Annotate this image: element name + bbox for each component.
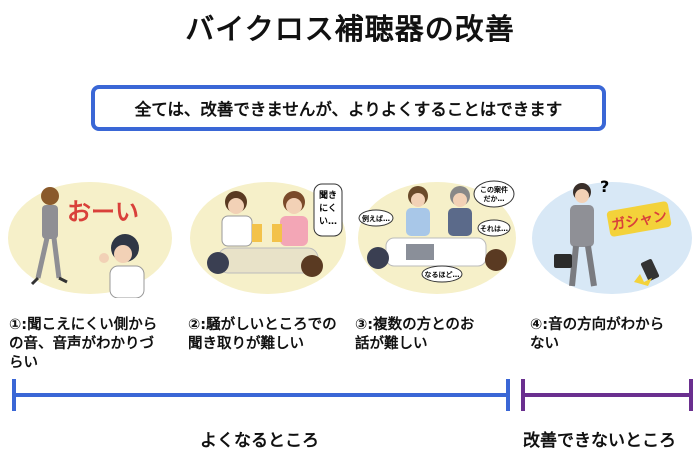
caption-3-line: ③:複数の方とのお — [355, 317, 475, 333]
bar-end-cap — [521, 379, 525, 411]
non-improvable-label: 改善できないところ — [523, 431, 676, 451]
caption-3-line: 話が難しい — [355, 336, 428, 352]
sfx-call-text: おーい — [67, 198, 139, 226]
caption-2-line: 聞き取りが難しい — [188, 336, 304, 352]
meeting-bubble-text: だか… — [484, 195, 505, 203]
bar-end-cap — [689, 379, 693, 411]
meeting-bubble-text: なるほど… — [425, 270, 460, 279]
key-message-box: 全ては、改善できませんが、よりよくすることはできます — [91, 85, 606, 131]
caption-3: ③:複数の方とのお 話が難しい — [355, 316, 520, 354]
meeting-bubble-text: それは… — [480, 225, 508, 233]
caption-1-line: らい — [9, 355, 38, 371]
illustration-panel-3: この案件 だか… 例えば… それは… なるほど… — [358, 180, 516, 294]
caption-4-line: ない — [530, 336, 559, 352]
illustration-noisy-place: 聞き にく い… — [188, 178, 348, 298]
illustration-group-conversation: この案件 だか… 例えば… それは… なるほど… — [356, 178, 518, 298]
meeting-bubble-text: 例えば… — [362, 214, 390, 223]
bar-end-cap — [506, 379, 510, 411]
meeting-bubble-text: この案件 — [480, 185, 508, 194]
illustration-sound-direction: ? ガシャン — [530, 178, 695, 298]
page-title: バイクロス補聴器の改善 — [185, 12, 515, 46]
caption-1-line: の音、音声がわかりづ — [9, 336, 154, 352]
improvable-range-bar — [12, 379, 510, 411]
improvable-label: よくなるところ — [200, 431, 319, 451]
caption-1-line: ①:聞こえにくい側から — [9, 317, 158, 333]
caption-4-line: ④:音の方向がわから — [530, 317, 665, 333]
illustration-panel-4: ? ガシャン — [532, 178, 692, 294]
non-improvable-range-bar — [521, 379, 693, 411]
bar-end-cap — [12, 379, 16, 411]
illustration-hard-side-hearing: おーい — [5, 178, 175, 298]
question-mark-text: ? — [600, 178, 609, 196]
noise-bubble-line: 聞き — [319, 190, 337, 201]
noise-bubble-line: い… — [319, 217, 337, 227]
caption-2: ②:騒がしいところでの 聞き取りが難しい — [188, 316, 358, 354]
illustration-panel-1: おーい — [8, 182, 172, 298]
caption-4: ④:音の方向がわから ない — [530, 316, 695, 354]
caption-2-line: ②:騒がしいところでの — [188, 317, 337, 333]
noise-bubble-line: にく — [319, 203, 337, 214]
caption-1: ①:聞こえにくい側から の音、音声がわかりづ らい — [9, 316, 179, 373]
key-message-text: 全ては、改善できませんが、よりよくすることはできます — [134, 100, 563, 119]
illustration-panel-2: 聞き にく い… — [190, 182, 346, 294]
